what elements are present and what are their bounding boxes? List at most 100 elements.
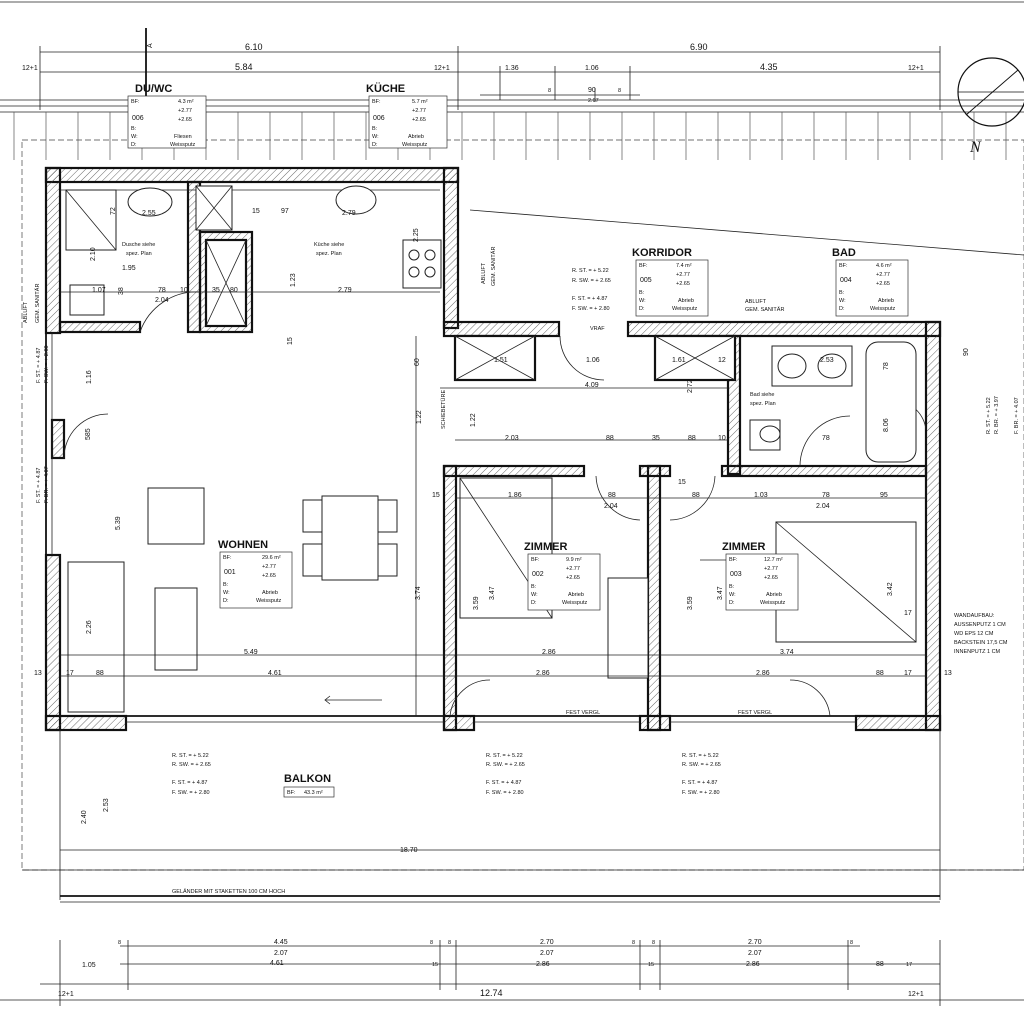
dim-corr-1.22: 1.22 (470, 413, 477, 427)
balkon-l-rsw: R. SW. = + 2.65 (172, 762, 211, 768)
wohnen-num: 001 (224, 569, 236, 576)
duwc-w: Fliesen (174, 134, 192, 140)
dim-k-2.79a: 2.79 (342, 210, 356, 217)
svg-text:B:: B: (372, 126, 378, 132)
abluft-left-1: ABLUFT (23, 301, 29, 323)
balkon-m-rsw: R. SW. = + 2.65 (486, 762, 525, 768)
dim-z3-2.04: 2.04 (816, 503, 830, 510)
balkon-r-fsw: F. SW. = + 2.80 (682, 790, 720, 796)
korridor-w: Abrieb (678, 298, 694, 304)
balkon-r-fst: F. ST. = + 4.87 (682, 780, 717, 786)
bdim-8-1: 8 (118, 940, 121, 946)
dim-top-12-1-a: 12+1 (22, 65, 38, 72)
zimmer2-num: 002 (532, 571, 544, 578)
dim-w-17: 17 (66, 670, 74, 677)
dim-k-97: 97 (281, 208, 289, 215)
dim-top-2.07: 2.07 (588, 98, 599, 104)
kueche-note-1: Küche siehe (314, 242, 344, 248)
balkon-m-fst: F. ST. = + 4.87 (486, 780, 521, 786)
dim-z3-95: 95 (880, 492, 888, 499)
dim-top-5.84: 5.84 (235, 62, 253, 72)
wbu-2: WD EPS 12 CM (954, 631, 994, 637)
svg-text:W:: W: (223, 590, 230, 596)
interior-dims: 72 2.55 2.10 1.95 1.07 38 78 10 2.04 15 … (34, 207, 970, 716)
svg-text:B:: B: (839, 290, 845, 296)
bad-d: Weissputz (870, 306, 896, 312)
right-level-notes: R. ST. = + 5.22 R. BR. = + 3.97 F. BR. =… (986, 396, 1020, 434)
svg-text:BF:: BF: (287, 790, 296, 796)
korridor-num: 005 (640, 277, 652, 284)
dim-z3-88: 88 (692, 492, 700, 499)
svg-text:D:: D: (729, 600, 735, 606)
dim-bad-8.06: 8.06 (883, 418, 890, 432)
svg-text:B:: B: (729, 584, 735, 590)
dim-bad-78a: 78 (883, 362, 890, 370)
duwc-note-2: spez. Plan (126, 251, 152, 257)
zimmer3-h2: +2.65 (764, 575, 778, 581)
level-corr-rsw: R. SW. = + 2.65 (572, 278, 611, 284)
bdim-8-6: 8 (850, 940, 853, 946)
bdim-2.07a: 2.07 (274, 950, 288, 957)
svg-text:B:: B: (531, 584, 537, 590)
dim-corr-1.61: 1.61 (672, 357, 686, 364)
dim-z2-15: 15 (432, 492, 440, 499)
balkon-r-rst: R. ST. = + 5.22 (682, 753, 719, 759)
korridor-h1: +2.77 (676, 272, 690, 278)
dim-top-4.35: 4.35 (760, 62, 778, 72)
dim-top-12-1-b: 12+1 (434, 65, 450, 72)
vraf-mid: VRAF (590, 326, 605, 332)
bad-bf: 4.6 m² (876, 263, 892, 269)
bdim-8-3: 8 (448, 940, 451, 946)
right-rbr: R. BR. = + 3.97 (994, 396, 1000, 434)
door-swings (63, 291, 927, 717)
bdim-12.74: 12.74 (480, 988, 503, 998)
balkon-m-rst: R. ST. = + 5.22 (486, 753, 523, 759)
bad-h2: +2.65 (876, 281, 890, 287)
dim-k-2.79b: 2.79 (338, 287, 352, 294)
dim-top-1.36: 1.36 (505, 65, 519, 72)
svg-text:B:: B: (223, 582, 229, 588)
bad-note-2: spez. Plan (750, 401, 776, 407)
svg-text:W:: W: (372, 134, 379, 140)
svg-text:W:: W: (729, 592, 736, 598)
dim-bad-78b: 78 (822, 435, 830, 442)
dim-w-5.49: 5.49 (244, 649, 258, 656)
dim-w-13: 13 (34, 670, 42, 677)
svg-text:BF:: BF: (639, 263, 648, 269)
left-fst-b: F. ST. = + 4.87 (36, 468, 42, 503)
svg-text:BF:: BF: (839, 263, 848, 269)
dim-z3-3.47: 3.47 (717, 586, 724, 600)
balcony-width: 18.70 (400, 847, 418, 854)
dim-bad-90: 90 (963, 348, 970, 356)
schiebetuer-label: SCHIEBETÜRE (440, 390, 447, 429)
svg-text:D:: D: (372, 142, 378, 148)
room-name-zimmer-003: ZIMMER (722, 541, 765, 553)
wbu-3: BACKSTEIN 17,5 CM (954, 640, 1008, 646)
dim-k-15b: 15 (287, 337, 294, 345)
kueche-w: Abrieb (408, 134, 424, 140)
dim-corr-2.72: 2.72 (687, 379, 694, 393)
dim-w-4.61: 4.61 (268, 670, 282, 677)
svg-text:B:: B: (131, 126, 137, 132)
kueche-note-2: spez. Plan (316, 251, 342, 257)
bad-h1: +2.77 (876, 272, 890, 278)
dim-k-80: 80 (230, 287, 238, 294)
walls (44, 166, 942, 732)
dim-k-1.23: 1.23 (290, 273, 297, 287)
bdim-15b: 15 (648, 962, 654, 968)
balkon-l-fsw: F. SW. = + 2.80 (172, 790, 210, 796)
dim-z2-2.86b: 2.86 (536, 670, 550, 677)
dim-z2-3.47: 3.47 (489, 586, 496, 600)
level-corr-rst: R. ST. = + 5.22 (572, 268, 609, 274)
left-fbr: F. BR. = + 4.07 (44, 466, 50, 503)
dim-z3-78: 78 (822, 492, 830, 499)
dim-z2-2.04: 2.04 (604, 503, 618, 510)
dim-duwc-2.10: 2.10 (90, 247, 97, 261)
svg-text:BF:: BF: (372, 99, 381, 105)
bdim-12-1-a: 12+1 (58, 991, 74, 998)
dim-corr-88b: 88 (688, 435, 696, 442)
dim-k-15a: 15 (252, 208, 260, 215)
dim-z2-88: 88 (608, 492, 616, 499)
bdim-8-2: 8 (430, 940, 433, 946)
